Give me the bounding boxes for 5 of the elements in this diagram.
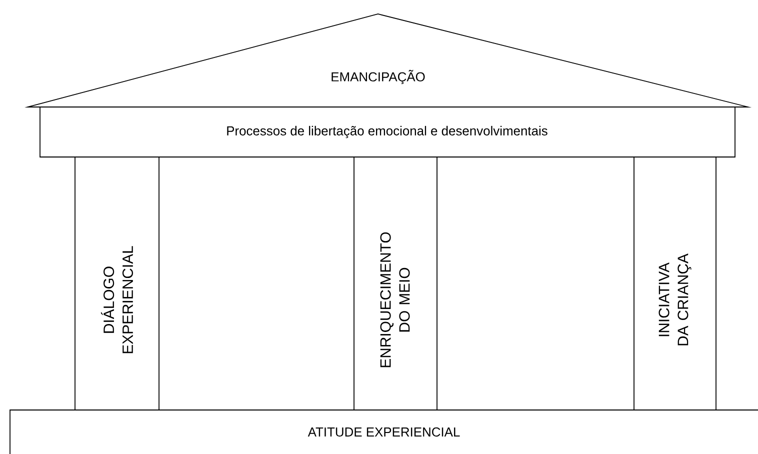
base-platform: ATITUDE EXPERIENCIAL xyxy=(10,410,758,454)
pillar-box: INICIATIVA DA CRIANÇA xyxy=(634,156,716,410)
pillar-box: DIÁLOGO EXPERIENCIAL xyxy=(74,156,160,410)
pillar-box: ENRIQUECIMENTO DO MEIO xyxy=(354,156,438,410)
beam-box: Processos de libertação emocional e desenvolvimentais xyxy=(40,106,736,158)
